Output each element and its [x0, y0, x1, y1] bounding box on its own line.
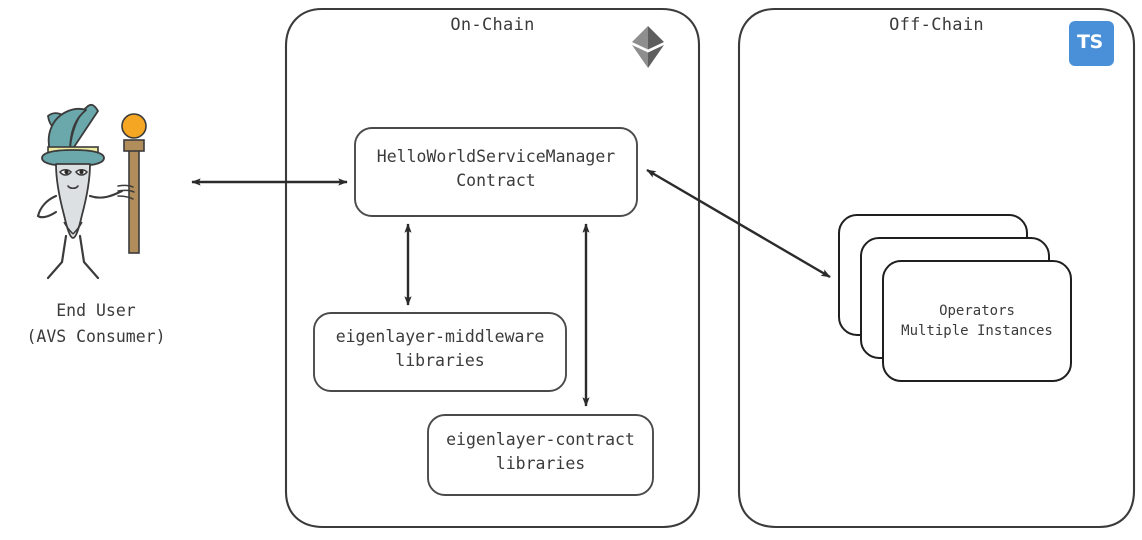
- node-label-service-manager-line2: Contract: [456, 171, 536, 190]
- connection-contract-to-operators: [646, 168, 831, 279]
- node-middleware: [313, 312, 567, 392]
- typescript-badge-text: TS: [1077, 31, 1103, 53]
- node-label-middleware-line2: libraries: [395, 351, 485, 370]
- panel-off-chain: [737, 7, 1136, 529]
- end-user-label-line1: End User: [56, 301, 136, 320]
- ethereum-icon: [632, 26, 664, 68]
- typescript-icon: [1069, 21, 1114, 66]
- node-contracts: [427, 414, 654, 496]
- panel-on-chain: [284, 7, 701, 529]
- node-label-contracts-line2: libraries: [495, 454, 586, 473]
- node-label-contracts-line1: eigenlayer-contract: [446, 430, 635, 449]
- node-service-manager: [354, 127, 638, 217]
- node-operators: [838, 214, 1072, 382]
- end-user-label-line2: (AVS Consumer): [26, 327, 166, 346]
- node-label-operators-line1: Operators: [939, 303, 1015, 319]
- node-label-operators-line2: Multiple Instances: [901, 323, 1053, 339]
- node-label-middleware-line1: eigenlayer-middleware: [335, 327, 545, 346]
- panel-title-on-chain: On-Chain: [450, 15, 535, 35]
- node-label-service-manager-line1: HelloWorldServiceManager: [376, 147, 616, 166]
- panel-title-off-chain: Off-Chain: [889, 15, 984, 35]
- wizard-icon: [36, 103, 147, 280]
